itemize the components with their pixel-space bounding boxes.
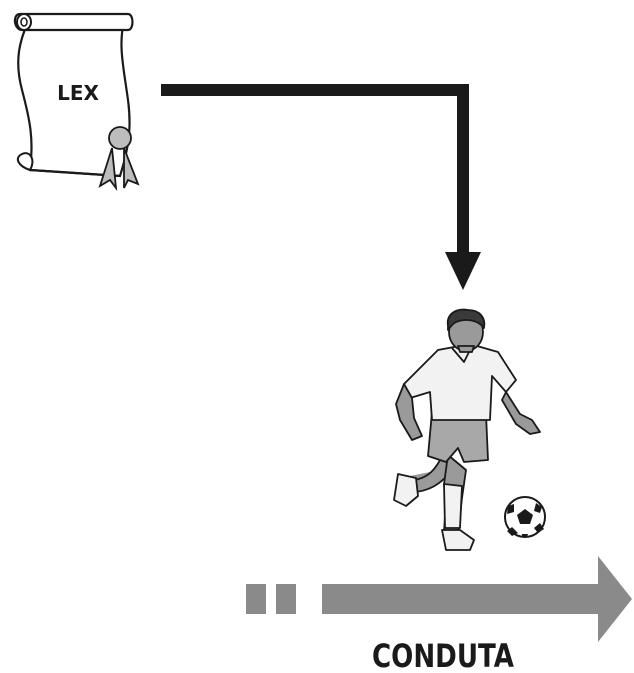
soccer-ball-icon bbox=[504, 496, 546, 538]
arrow-dash-2 bbox=[276, 584, 296, 614]
arrow-down-icon bbox=[445, 252, 481, 290]
timeline-label: CONDUTA bbox=[372, 637, 514, 673]
arrow-dash-1 bbox=[246, 584, 266, 614]
scroll-document-icon bbox=[13, 12, 140, 192]
arrow-head bbox=[598, 556, 632, 642]
soccer-player-illustration bbox=[393, 308, 541, 551]
seal-icon bbox=[108, 126, 132, 150]
scroll-label: LEX bbox=[57, 81, 99, 105]
arrow-shaft bbox=[322, 584, 600, 614]
elbow-arrow bbox=[161, 84, 481, 290]
dashed-right-arrow bbox=[246, 556, 632, 642]
